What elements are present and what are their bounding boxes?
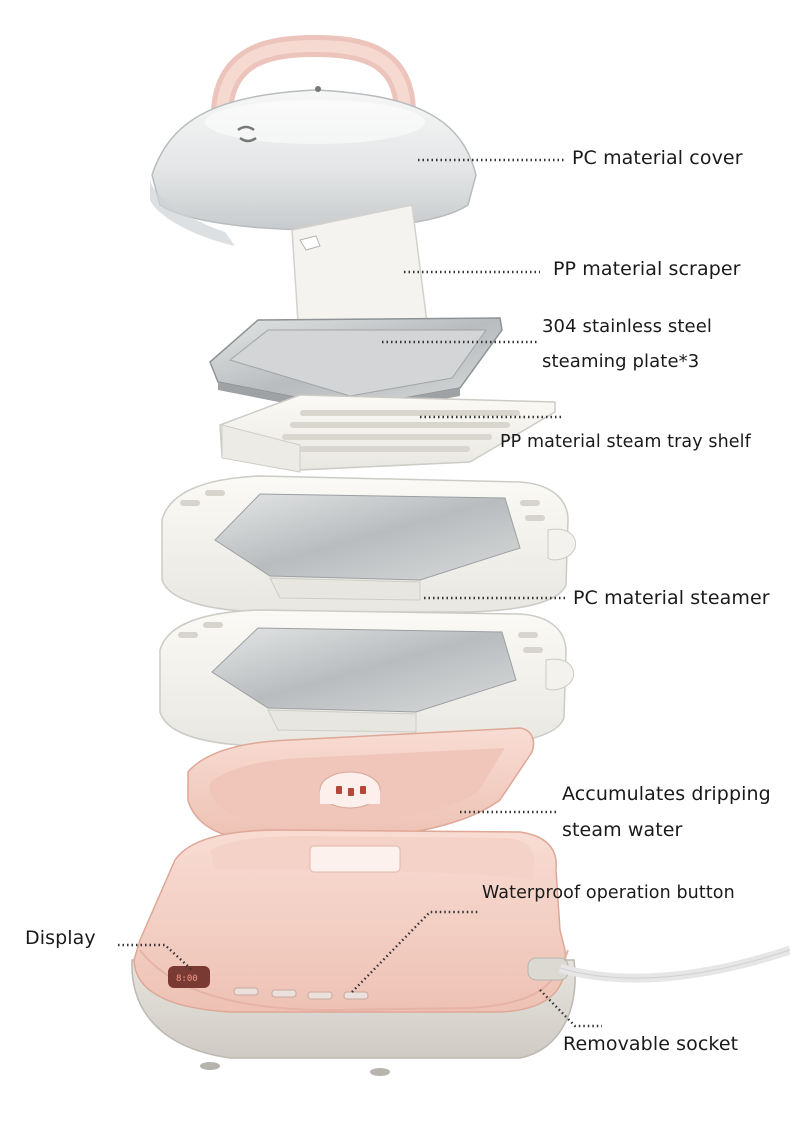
leader-socket: [539, 989, 602, 1028]
label-display: Display: [25, 927, 96, 949]
label-drip-line1: Accumulates dripping: [562, 783, 771, 805]
label-pc-steamer: PC material steamer: [573, 587, 770, 609]
label-steam-tray-shelf: PP material steam tray shelf: [500, 432, 751, 452]
leader-lines: [118, 158, 602, 1028]
label-pp-scraper: PP material scraper: [553, 258, 741, 280]
label-pc-cover: PC material cover: [572, 147, 743, 169]
label-operation-button: Waterproof operation button: [482, 883, 735, 903]
svg-text:8:00: 8:00: [176, 974, 198, 984]
label-drip-line2: steam water: [562, 819, 683, 841]
lower-steamer: [159, 609, 575, 747]
label-removable-socket: Removable socket: [563, 1033, 739, 1055]
base-unit: 8:00: [131, 829, 790, 1076]
pc-cover: [150, 34, 477, 246]
leader-button: [351, 910, 480, 993]
drip-tray: [187, 727, 535, 839]
steam-tray-shelf: [219, 394, 556, 473]
label-plate-line2: steaming plate*3: [542, 351, 700, 372]
upper-steamer: [161, 475, 577, 613]
label-plate-line1: 304 stainless steel: [542, 316, 712, 337]
